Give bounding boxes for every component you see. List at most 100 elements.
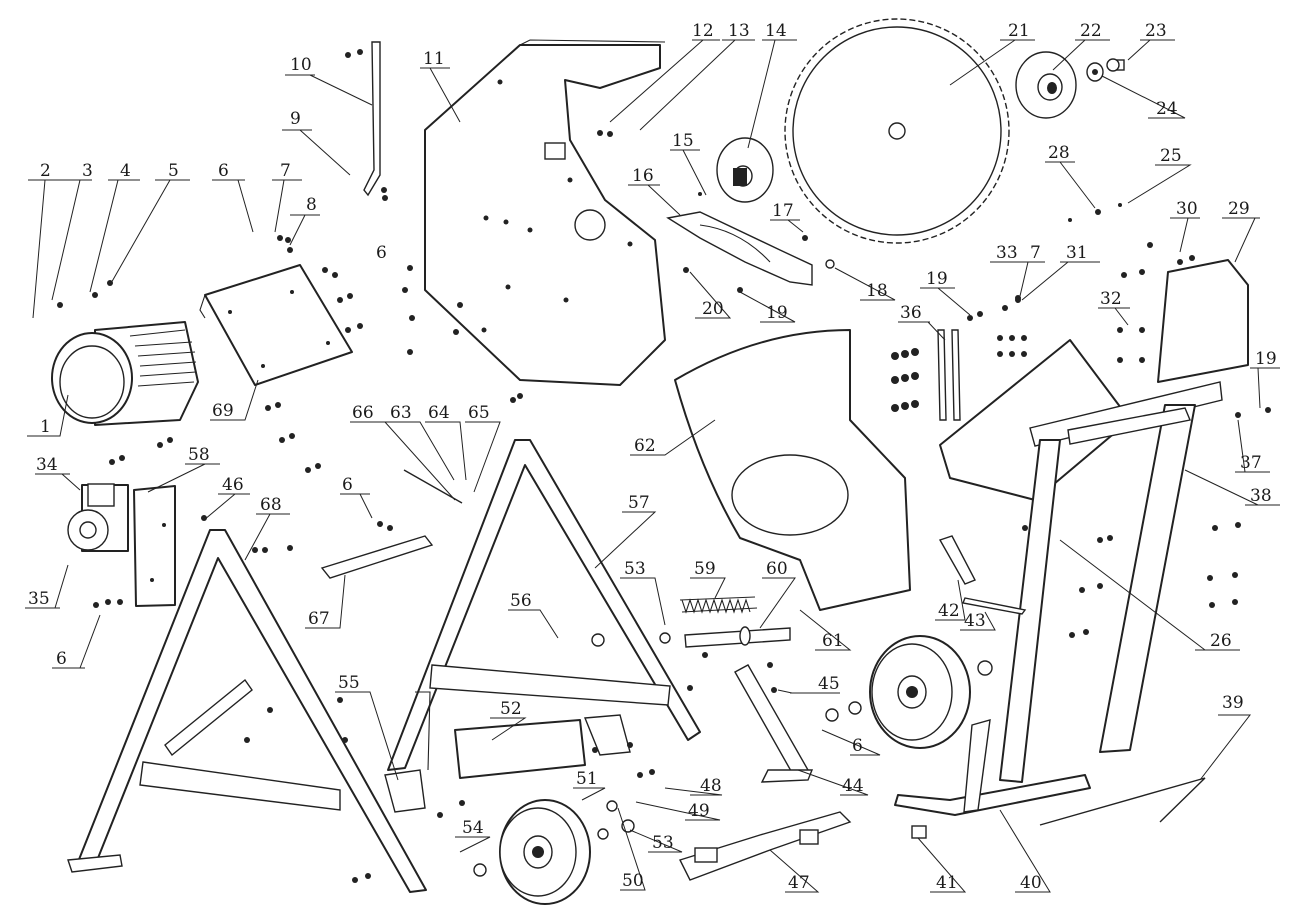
callout-10: 10: [290, 55, 312, 75]
callout-36: 36: [900, 303, 922, 323]
callout-33: 33: [996, 243, 1018, 263]
callout-53-b: 53: [652, 833, 674, 853]
support-rod: [1039, 777, 1206, 826]
callout-52: 52: [500, 699, 522, 719]
callout-6-c: 6: [342, 475, 353, 495]
callout-7-a: 7: [280, 161, 291, 181]
callout-46: 46: [222, 475, 244, 495]
callout-56: 56: [510, 591, 532, 611]
callout-28: 28: [1048, 143, 1070, 163]
callout-63: 63: [390, 403, 412, 423]
callout-6-d: 6: [376, 243, 387, 263]
callout-6-e: 6: [852, 736, 863, 756]
callout-69: 69: [212, 401, 234, 421]
dust-hood: [674, 329, 911, 611]
right-table-frame: [939, 339, 1223, 783]
callout-29: 29: [1228, 199, 1250, 219]
callout-64: 64: [428, 403, 450, 423]
callout-8: 8: [306, 195, 317, 215]
left-leg-frame: [67, 529, 427, 893]
callout-labels: 1 2 3 4 5 6 7 8 9 10 11 12 13 14 15 16 1…: [28, 21, 1277, 893]
side-plate: [133, 485, 176, 607]
callout-4: 4: [120, 161, 131, 181]
motor-mount-plate: [199, 264, 353, 386]
callout-2: 2: [40, 161, 51, 181]
callout-6-a: 6: [218, 161, 229, 181]
hinge-bracket: [454, 714, 631, 779]
axle: [684, 626, 791, 648]
leader-lines: [25, 39, 1280, 893]
blade-washer: [1086, 62, 1104, 82]
callout-26: 26: [1210, 631, 1232, 651]
right-wheel: [869, 635, 971, 749]
callout-54: 54: [462, 818, 484, 838]
callout-1: 1: [40, 417, 51, 437]
callout-24: 24: [1156, 99, 1178, 119]
fasteners: [57, 49, 1271, 883]
callout-15: 15: [672, 131, 694, 151]
arbor-bolt: [1106, 58, 1125, 72]
callout-60: 60: [766, 559, 788, 579]
push-handle: [679, 811, 852, 881]
callout-68: 68: [260, 495, 282, 515]
switch-box: [67, 483, 129, 552]
callout-31: 31: [1066, 243, 1088, 263]
callout-19-a: 19: [766, 303, 788, 323]
callout-19-b: 19: [926, 269, 948, 289]
callout-25: 25: [1160, 146, 1182, 166]
callout-22: 22: [1080, 21, 1102, 41]
callout-50: 50: [622, 871, 644, 891]
callout-6-b: 6: [56, 649, 67, 669]
callout-17: 17: [772, 201, 794, 221]
callout-12: 12: [692, 21, 714, 41]
callout-21: 21: [1008, 21, 1030, 41]
callout-39: 39: [1222, 693, 1244, 713]
center-a-frame: [387, 439, 701, 771]
callout-23: 23: [1145, 21, 1167, 41]
callout-61: 61: [822, 631, 844, 651]
outer-flange: [1015, 51, 1077, 119]
callout-40: 40: [1020, 873, 1042, 893]
callout-37: 37: [1240, 453, 1262, 473]
callout-18: 18: [866, 281, 888, 301]
saw-blade: [784, 18, 1010, 244]
callout-58: 58: [188, 445, 210, 465]
callout-5: 5: [168, 161, 179, 181]
riving-knife: [666, 211, 813, 286]
callout-41: 41: [936, 873, 958, 893]
callout-32: 32: [1100, 289, 1122, 309]
callout-20: 20: [702, 299, 724, 319]
callout-7-b: 7: [1030, 243, 1041, 263]
callout-62: 62: [634, 436, 656, 456]
callout-66: 66: [352, 403, 374, 423]
callout-38: 38: [1250, 486, 1272, 506]
callout-14: 14: [765, 21, 787, 41]
callout-43: 43: [964, 611, 986, 631]
callout-44: 44: [842, 776, 864, 796]
corner-bracket: [384, 769, 426, 813]
callout-30: 30: [1176, 199, 1198, 219]
spring: [679, 596, 758, 614]
motor-cover: [1157, 259, 1249, 383]
callout-55: 55: [338, 673, 360, 693]
guard-support-strap: [363, 41, 381, 197]
motor: [51, 321, 199, 426]
callout-3: 3: [82, 161, 93, 181]
callout-19-c: 19: [1255, 349, 1277, 369]
callout-42: 42: [938, 601, 960, 621]
base-stand: [894, 719, 1091, 816]
inner-flange: [716, 137, 774, 203]
blade-guard-plate: [424, 39, 666, 386]
callout-45: 45: [818, 674, 840, 694]
callout-13: 13: [728, 21, 750, 41]
callout-11: 11: [423, 49, 445, 69]
callout-65: 65: [468, 403, 490, 423]
callout-16: 16: [632, 166, 654, 186]
callout-67: 67: [308, 609, 330, 629]
callout-34: 34: [36, 455, 58, 475]
callout-9: 9: [290, 109, 301, 129]
callout-49: 49: [688, 801, 710, 821]
callout-53-a: 53: [624, 559, 646, 579]
